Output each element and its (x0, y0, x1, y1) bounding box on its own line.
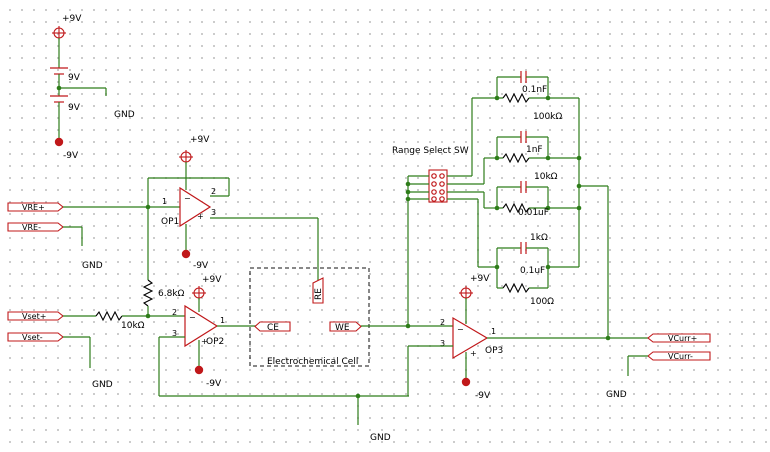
op1-pin2-label: 2 (211, 187, 216, 196)
vcurr-ground-icon (618, 376, 636, 386)
resistor-100 (502, 282, 530, 294)
cell-ce-tag (254, 321, 291, 332)
port-vcurr-minus-tag (647, 351, 711, 361)
pos-supply-icon (51, 25, 67, 41)
op1-pin1-label: 1 (162, 197, 167, 206)
op3-neg-supply-icon (461, 377, 471, 387)
vcurr-ground-label: GND (606, 390, 627, 400)
port-vset-minus: Vset- (22, 333, 43, 342)
op3-label: OP3 (485, 346, 503, 356)
resistor-10k-range-label: 10kΩ (534, 172, 558, 182)
op2-neg-supply-label: -9V (206, 379, 222, 389)
op2-neg-supply-icon (194, 365, 204, 375)
op2-label: OP2 (206, 337, 224, 347)
op1-neg-supply-label: -9V (193, 261, 209, 271)
op3-pin3-label: 3 (440, 339, 445, 348)
neg-supply-icon (54, 137, 64, 147)
battery-ground-label: GND (114, 110, 135, 120)
op2-control-amp: 6.8kΩ 10kΩ − + 2 3 1 OP2 +9V -9V (63, 207, 409, 397)
cell-boundary (249, 267, 370, 367)
op2-pin3-label: 3 (172, 329, 177, 338)
port-vcurr-minus: VCurr- (668, 352, 693, 361)
svg-text:+: + (201, 337, 208, 346)
op3-neg-supply-label: -9V (475, 391, 491, 401)
electrochemical-cell: Electrochemical Cell CE WE RE (249, 267, 411, 367)
op2-pos-supply-icon (191, 285, 207, 301)
cell-ce-label: CE (267, 323, 279, 333)
battery-neg-rail-label: -9V (63, 151, 79, 161)
main-ground-icon (348, 425, 366, 435)
svg-text:−: − (184, 194, 191, 203)
op2-pin2-label: 2 (172, 308, 177, 317)
op1-pos-supply-icon (178, 149, 194, 165)
battery-top-label: 9V (68, 73, 81, 83)
svg-text:−: − (457, 325, 464, 334)
resistor-6k8 (142, 279, 154, 307)
port-vre-minus: VRE- (22, 223, 41, 232)
op1-buffer: − + 1 2 3 OP1 +9V -9V (63, 135, 319, 283)
cap-1n-label: 1nF (526, 145, 543, 155)
battery-ground-icon (96, 96, 114, 106)
cell-we-tag (329, 321, 362, 332)
resistor-100k (502, 92, 530, 104)
battery-bottom-label: 9V (68, 103, 81, 113)
cap-0p1u-label: 0.1uF (520, 266, 545, 276)
output-ports: VCurr+ VCurr- GND (606, 333, 711, 400)
battery-supply: +9V 9V 9V GND -9V (50, 14, 135, 161)
battery-pos-rail-label: +9V (62, 14, 82, 24)
op1-pin3-label: 3 (211, 208, 216, 217)
op2-pos-supply-label: +9V (202, 275, 222, 285)
op3-pos-supply-icon (458, 285, 474, 301)
op3-pos-supply-label: +9V (470, 274, 490, 284)
range-select-network: Range Select SW (392, 71, 609, 338)
cap-0p01u-label: 0.01uF (518, 208, 549, 218)
resistor-10k-input (95, 310, 123, 322)
vre-ground-label: GND (82, 261, 103, 271)
cell-re-tag (312, 277, 324, 304)
vset-ground-icon (80, 368, 98, 378)
op1-neg-supply-icon (181, 249, 191, 259)
resistor-1k (502, 202, 530, 214)
range-switch-label: Range Select SW (392, 146, 469, 156)
resistor-100k-label: 100kΩ (533, 112, 562, 122)
resistor-1k-label: 1kΩ (530, 233, 548, 243)
port-vcurr-plus: VCurr+ (668, 334, 697, 343)
port-vset-plus: Vset+ (22, 312, 46, 321)
op3-pin1-label: 1 (491, 327, 496, 336)
cell-re-label: RE (314, 288, 324, 300)
resistor-100-label: 100Ω (530, 297, 554, 307)
op3-tia: − + 2 3 1 OP3 +9V -9V GND (348, 274, 648, 443)
svg-text:−: − (189, 313, 196, 322)
cell-we-label: WE (335, 323, 350, 333)
port-vcurr-plus-tag (647, 333, 711, 343)
cell-title: Electrochemical Cell (267, 357, 358, 367)
resistor-10k-input-label: 10kΩ (121, 321, 145, 331)
vset-ground-label: GND (92, 380, 113, 390)
op1-pos-supply-label: +9V (190, 135, 210, 145)
input-ports: VRE+ VRE- Vset+ Vset- GND GND (7, 202, 113, 390)
op3-pin2-label: 2 (440, 318, 445, 327)
op2-pin1-label: 1 (220, 316, 225, 325)
vre-ground-icon (72, 246, 90, 256)
port-vre-plus: VRE+ (22, 203, 45, 212)
op1-label: OP1 (161, 217, 179, 227)
cap-0p1n-label: 0.1nF (522, 85, 547, 95)
svg-text:+: + (470, 349, 477, 358)
main-ground-label: GND (370, 433, 391, 443)
svg-text:+: + (197, 212, 204, 221)
resistor-10k-range (502, 152, 530, 164)
resistor-6k8-label: 6.8kΩ (158, 289, 185, 299)
